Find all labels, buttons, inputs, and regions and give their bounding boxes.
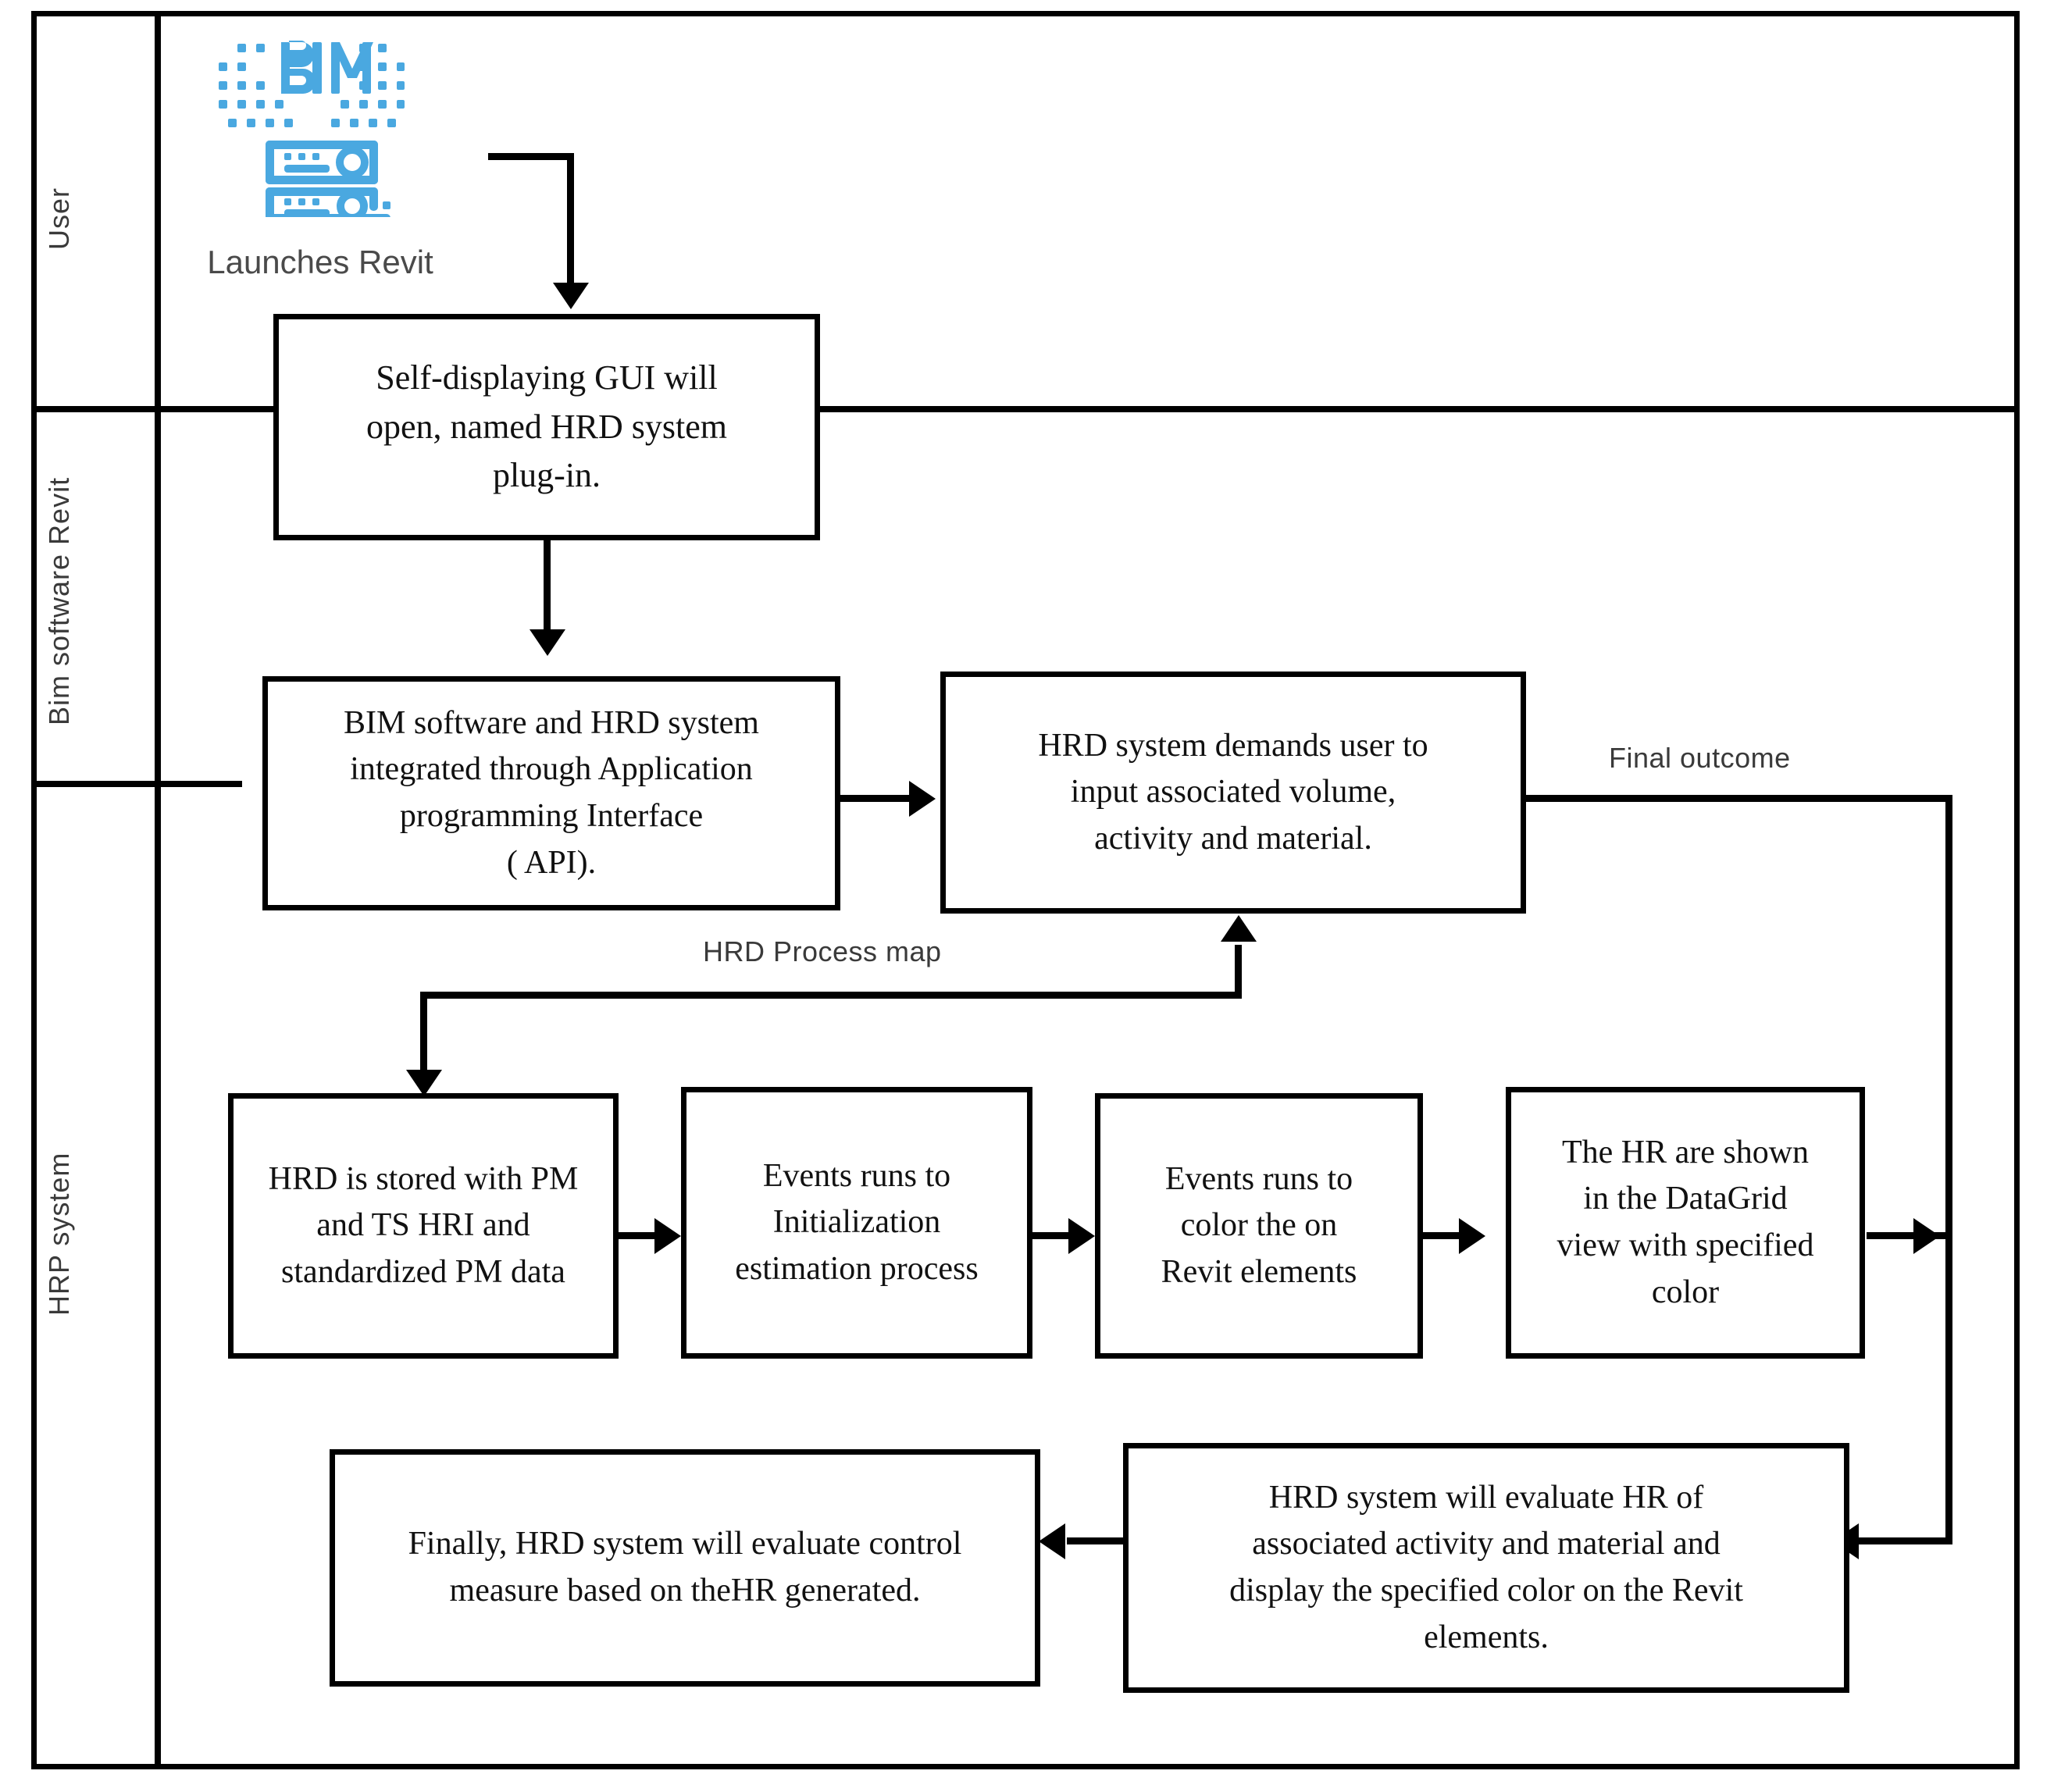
lane-label-bim-revit: Bim software Revit xyxy=(43,476,75,726)
edge-api-to-demands xyxy=(840,795,915,802)
edge-evaluate-to-final xyxy=(1067,1537,1126,1544)
box-color-line-2: color the on xyxy=(1180,1207,1338,1244)
arrowhead-gui-to-api xyxy=(530,629,565,656)
box-evaluate[interactable]: HRD system will evaluate HR of associate… xyxy=(1123,1443,1849,1693)
arrowhead-api-to-demands xyxy=(909,781,936,817)
box-gui-line-1: Self-displaying GUI will xyxy=(376,358,718,397)
box-gui-line-3: plug-in. xyxy=(492,456,601,495)
box-api[interactable]: BIM software and HRD system integrated t… xyxy=(262,676,840,910)
edge-process-map-down-vertical xyxy=(420,992,427,1073)
edge-label-final-outcome: Final outcome xyxy=(1609,742,1791,774)
arrowhead-icon-to-gui xyxy=(553,283,589,309)
box-demands[interactable]: HRD system demands user to input associa… xyxy=(940,672,1526,914)
box-datagrid-line-3: view with specified xyxy=(1557,1227,1814,1263)
box-evaluate-line-4: elements. xyxy=(1424,1619,1549,1655)
edge-icon-to-gui-vertical xyxy=(567,153,574,289)
box-evaluate-line-1: HRD system will evaluate HR of xyxy=(1268,1479,1704,1516)
box-color-line-1: Events runs to xyxy=(1164,1160,1353,1197)
edge-label-hrd-process-map: HRD Process map xyxy=(703,935,942,967)
lane-divider-user-bim xyxy=(31,406,2020,412)
lane-label-column-divider xyxy=(155,11,161,1769)
box-datagrid-line-2: in the DataGrid xyxy=(1583,1181,1788,1217)
box-stored-line-3: standardized PM data xyxy=(281,1253,565,1290)
arrowhead-init-to-color xyxy=(1068,1218,1095,1254)
box-evaluate-line-3: display the specified color on the Revit xyxy=(1229,1573,1743,1609)
box-datagrid-line-4: color xyxy=(1651,1274,1720,1310)
box-gui-line-2: open, named HRD system xyxy=(366,407,727,446)
edge-icon-to-gui-horizontal xyxy=(488,153,574,160)
arrowhead-datagrid-to-rail xyxy=(1913,1218,1940,1254)
arrowhead-color-to-datagrid xyxy=(1459,1218,1485,1254)
edge-color-to-datagrid xyxy=(1423,1232,1470,1239)
box-init-line-2: Initialization xyxy=(772,1204,941,1241)
edge-gui-to-api-vertical xyxy=(544,540,551,634)
box-final-line-2: measure based on theHR generated. xyxy=(449,1573,921,1609)
bim-server-icon xyxy=(217,22,405,223)
box-gui[interactable]: Self-displaying GUI will open, named HRD… xyxy=(273,314,820,540)
edge-stored-to-init xyxy=(619,1232,665,1239)
edge-final-outcome-vertical xyxy=(1945,795,1952,1544)
box-api-line-2: integrated through Application xyxy=(350,751,753,788)
box-final[interactable]: Finally, HRD system will evaluate contro… xyxy=(330,1449,1040,1687)
box-demands-line-1: HRD system demands user to xyxy=(1038,727,1428,764)
diagram-outer-frame xyxy=(31,11,2020,1769)
lane-divider-bim-hrp xyxy=(31,781,242,787)
lane-label-user: User xyxy=(43,187,75,251)
box-color-line-3: Revit elements xyxy=(1161,1253,1357,1290)
edge-process-map-up-vertical xyxy=(1235,945,1242,993)
box-init-line-1: Events runs to xyxy=(762,1157,951,1194)
box-api-line-4: ( API). xyxy=(506,844,597,881)
box-evaluate-line-2: associated activity and material and xyxy=(1252,1526,1721,1562)
box-demands-line-2: input associated volume, xyxy=(1070,774,1396,810)
box-color[interactable]: Events runs to color the on Revit elemen… xyxy=(1095,1093,1423,1359)
lane-label-hrp-system: HRP system xyxy=(43,1152,75,1316)
edge-datagrid-to-rail-horizontal xyxy=(1867,1232,1952,1239)
box-stored[interactable]: HRD is stored with PM and TS HRI and sta… xyxy=(228,1093,619,1359)
arrowhead-process-map-to-stored xyxy=(406,1070,442,1096)
box-stored-line-2: and TS HRI and xyxy=(316,1207,530,1244)
box-api-line-3: programming Interface xyxy=(399,798,704,834)
edge-final-outcome-horizontal xyxy=(1526,795,1952,802)
box-api-line-1: BIM software and HRD system xyxy=(344,704,759,741)
box-init[interactable]: Events runs to Initialization estimation… xyxy=(681,1087,1032,1359)
bim-icon-caption: Launches Revit xyxy=(207,244,433,280)
edge-process-map-horizontal xyxy=(420,992,1242,999)
edge-init-to-color xyxy=(1032,1232,1079,1239)
box-init-line-3: estimation process xyxy=(735,1250,979,1287)
box-datagrid-line-1: The HR are shown xyxy=(1561,1134,1810,1170)
edge-rail-to-evaluate-horizontal xyxy=(1859,1537,1952,1544)
box-demands-line-3: activity and material. xyxy=(1094,820,1372,857)
arrowhead-process-map-to-demands xyxy=(1221,915,1257,942)
box-datagrid[interactable]: The HR are shown in the DataGrid view wi… xyxy=(1506,1087,1865,1359)
box-stored-line-1: HRD is stored with PM xyxy=(268,1160,579,1197)
arrowhead-evaluate-to-final xyxy=(1039,1523,1065,1559)
arrowhead-stored-to-init xyxy=(654,1218,681,1254)
box-final-line-1: Finally, HRD system will evaluate contro… xyxy=(408,1526,962,1562)
